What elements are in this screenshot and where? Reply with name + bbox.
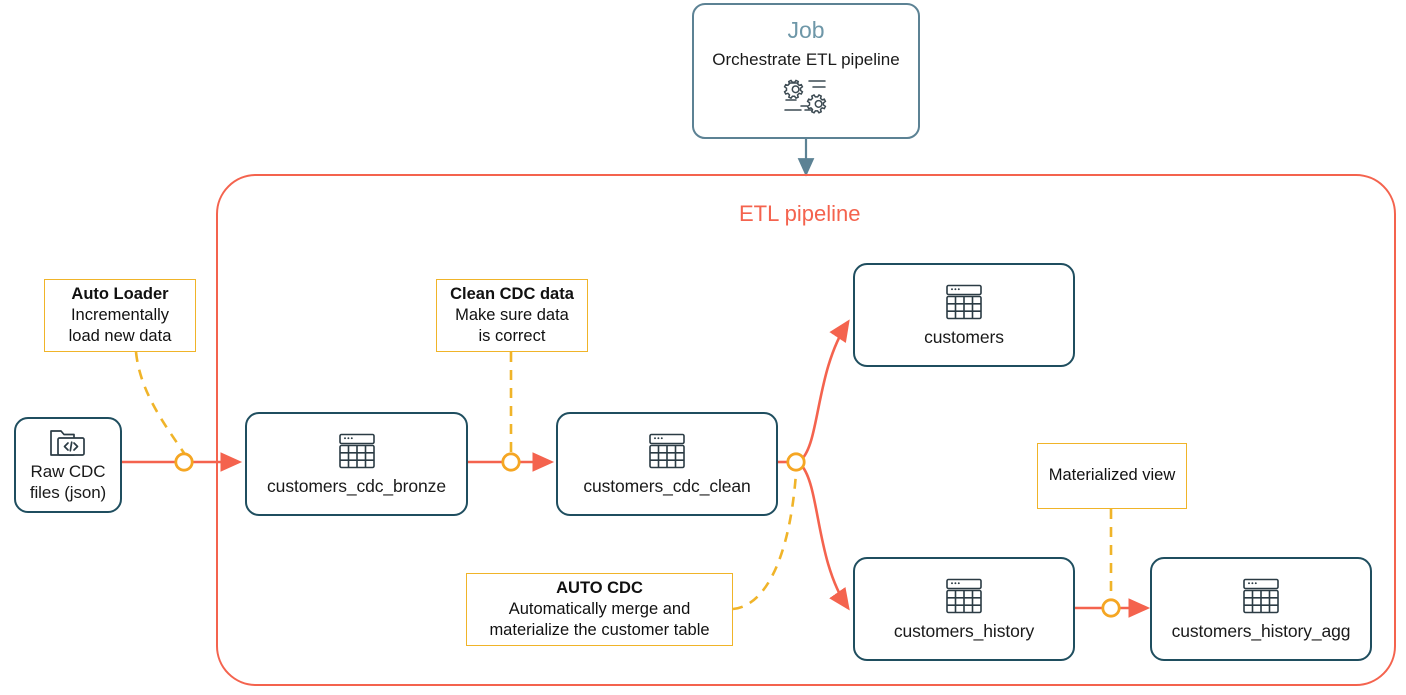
node-label: customers_history	[893, 620, 1035, 641]
table-icon	[647, 432, 687, 470]
node-customers-cdc-clean[interactable]: customers_cdc_clean	[556, 412, 778, 516]
note-title: Clean CDC data	[450, 284, 574, 303]
note-clean-cdc-data: Clean CDC data Make sure data is correct	[436, 279, 588, 352]
node-label: customers_cdc_bronze	[267, 475, 446, 496]
table-icon	[944, 577, 984, 615]
table-icon	[337, 432, 377, 470]
junction-ring-source	[174, 452, 194, 472]
node-customers[interactable]: customers	[853, 263, 1075, 367]
note-auto-cdc: AUTO CDC Automatically merge and materia…	[466, 573, 733, 646]
folder-code-icon	[49, 427, 87, 459]
note-body: Incrementally load new data	[68, 305, 172, 346]
node-customers-cdc-bronze[interactable]: customers_cdc_bronze	[245, 412, 468, 516]
node-label: customers_history_agg	[1171, 620, 1351, 641]
job-box[interactable]: Job Orchestrate ETL pipeline	[692, 3, 920, 139]
note-body: Automatically merge and materialize the …	[489, 599, 710, 640]
job-title: Job	[787, 17, 825, 43]
node-raw-cdc-files[interactable]: Raw CDC files (json)	[14, 417, 122, 513]
node-customers-history[interactable]: customers_history	[853, 557, 1075, 661]
leader-auto-loader	[134, 351, 186, 454]
table-icon	[944, 283, 984, 321]
node-label: customers_cdc_clean	[583, 475, 751, 496]
job-subtitle: Orchestrate ETL pipeline	[712, 50, 900, 70]
gears-workflow-icon	[783, 76, 829, 116]
note-body: Make sure data is correct	[455, 305, 569, 346]
node-label: customers	[924, 326, 1004, 347]
pipeline-title: ETL pipeline	[739, 201, 861, 226]
note-auto-loader: Auto Loader Incrementally load new data	[44, 279, 196, 352]
note-body: Materialized view	[1048, 466, 1176, 485]
etl-pipeline-container	[216, 174, 1396, 686]
node-customers-history-agg[interactable]: customers_history_agg	[1150, 557, 1372, 661]
note-title: Auto Loader	[71, 284, 169, 303]
table-icon	[1241, 577, 1281, 615]
note-materialized-view: Materialized view	[1037, 443, 1187, 509]
note-title: AUTO CDC	[556, 578, 643, 597]
node-label: Raw CDC files (json)	[29, 462, 107, 502]
